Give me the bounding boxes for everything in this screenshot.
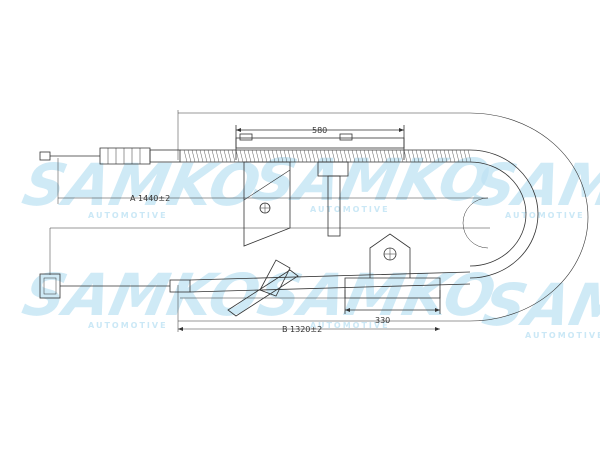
watermark-group: SAMKO AUTOMOTIVE SAMKO AUTOMOTIVE SAMKO … [17, 147, 600, 340]
outer-arc-reference [469, 112, 589, 322]
u-bend-outer [469, 149, 539, 279]
lower-conduit-top [189, 271, 471, 281]
lower-cable [39, 233, 471, 317]
watermark-tagline-2: AUTOMOTIVE [310, 205, 390, 214]
dim-label-a: A 1440±2 [130, 194, 170, 203]
upper-bracket-top [235, 137, 405, 149]
u-bend-inner [469, 161, 527, 267]
arrow-bottom-left [345, 308, 350, 312]
upper-sleeve [149, 149, 181, 163]
upper-boot [99, 147, 151, 165]
watermark-brand-2: SAMKO [247, 147, 496, 214]
dim-label-b: B 1320±2 [282, 325, 322, 334]
lower-conduit-bottom [189, 283, 471, 293]
dim-label-bottom: 330 [375, 316, 390, 325]
watermark-brand-1: SAMKO [17, 152, 266, 219]
lower-angled-clip [259, 259, 291, 297]
lower-angled-bracket [227, 269, 299, 317]
upper-bracket-tab-right [339, 133, 353, 141]
watermark-tagline-6: AUTOMOTIVE [525, 331, 600, 340]
upper-mount-stem [327, 175, 341, 237]
dim-label-top: 580 [312, 126, 327, 135]
dim-arc-a [462, 197, 489, 249]
watermark-tagline-5: AUTOMOTIVE [310, 321, 390, 330]
upper-conduit-hatch [183, 149, 472, 163]
lower-clamp-tower [369, 233, 411, 278]
arrow-top-right [399, 128, 404, 132]
upper-bracket-tab-left [239, 133, 253, 141]
arrow-b-right [435, 327, 440, 331]
watermark-brand-4: SAMKO [17, 262, 266, 329]
upper-hanging-plate [243, 161, 291, 247]
watermark-tagline-4: AUTOMOTIVE [88, 321, 168, 330]
watermark-tagline-3: AUTOMOTIVE [505, 211, 585, 220]
arrow-top-left [236, 128, 241, 132]
lower-sleeve [169, 279, 191, 293]
arrow-b-left [178, 327, 183, 331]
upper-plate-fold [243, 169, 291, 201]
upper-boot-ribs [107, 148, 141, 164]
upper-cable [39, 133, 539, 279]
watermark-tagline-1: AUTOMOTIVE [88, 211, 168, 220]
watermark-brand-6: SAMKO [477, 272, 600, 339]
watermark-brand-3: SAMKO [467, 152, 600, 219]
lower-end-fitting-inner [43, 277, 57, 295]
lower-clamp-base [344, 277, 441, 299]
arrow-bottom-right [435, 308, 440, 312]
